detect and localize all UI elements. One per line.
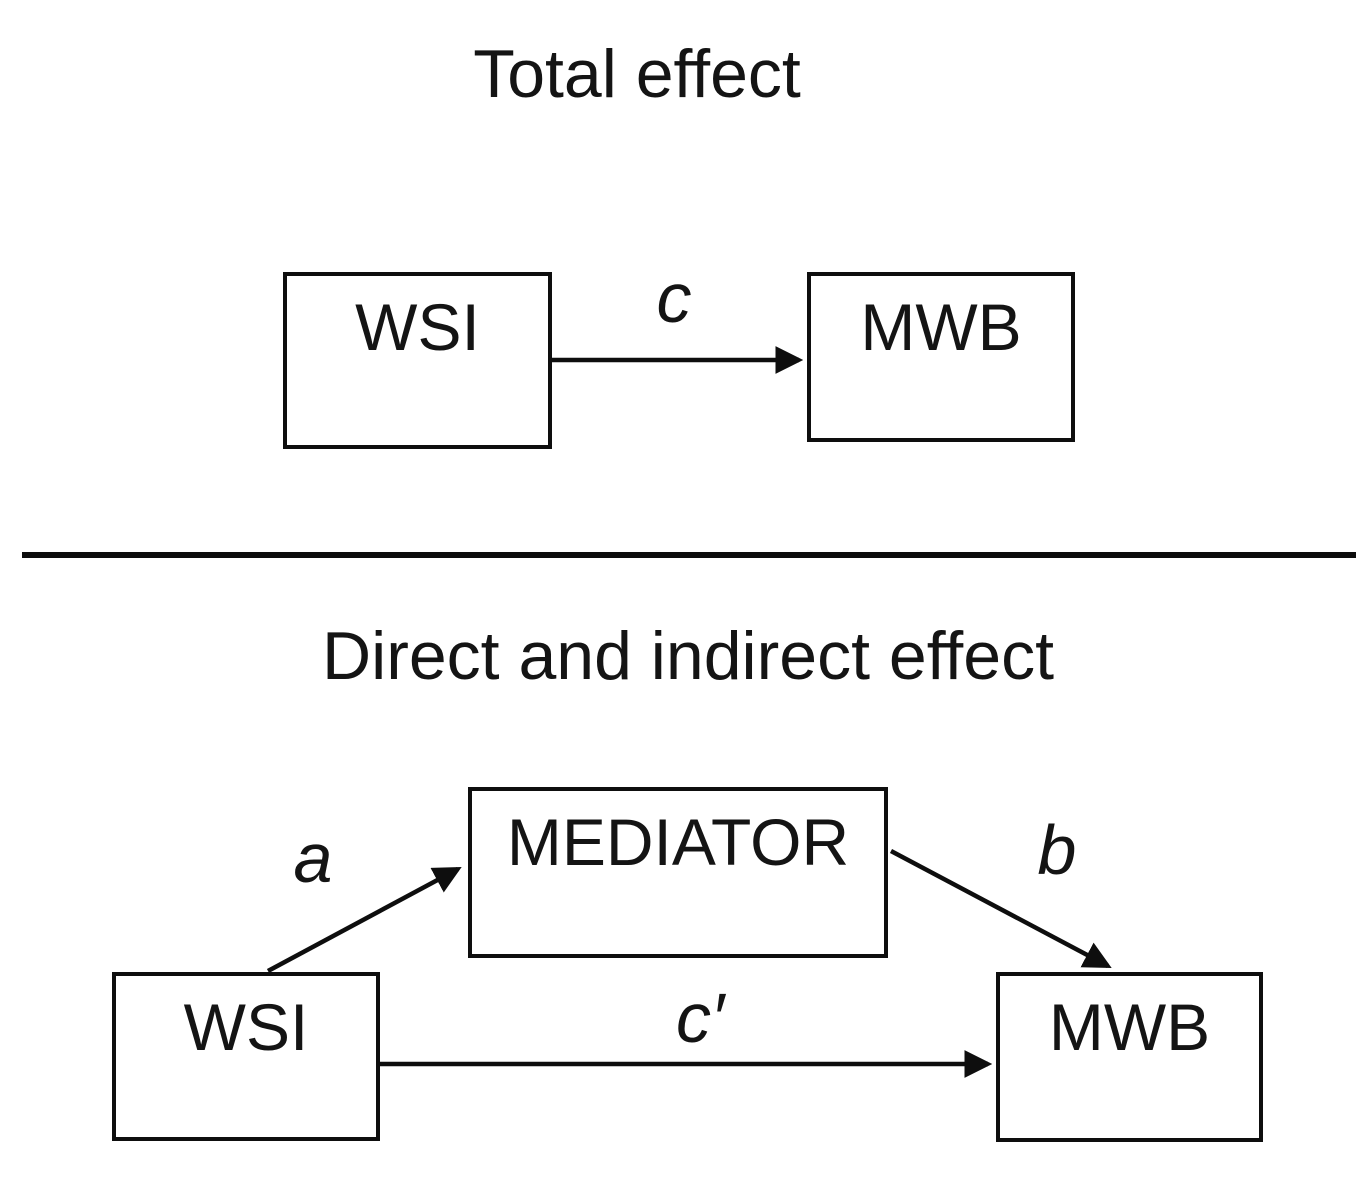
node-mediator: MEDIATOR [468, 787, 888, 958]
arrow-a-icon [266, 867, 462, 973]
path-label-b: b [1037, 811, 1077, 889]
node-wsi-total: WSI [283, 272, 552, 449]
direct-indirect-effect-title: Direct and indirect effect [322, 618, 1054, 694]
path-label-c: c [656, 259, 692, 337]
node-mediator-label: MEDIATOR [506, 805, 850, 879]
node-wsi-total-label: WSI [355, 290, 480, 364]
node-mwb-mediated-label: MWB [1048, 990, 1211, 1064]
arrow-b-icon [889, 849, 1112, 968]
path-label-a: a [293, 819, 333, 897]
node-mwb-total-label: MWB [860, 290, 1022, 364]
path-label-c-prime: c′ [675, 979, 725, 1057]
node-mwb-mediated: MWB [996, 972, 1263, 1142]
total-effect-title: Total effect [473, 36, 801, 112]
node-mwb-total: MWB [807, 272, 1075, 442]
node-wsi-mediated-label: WSI [183, 990, 309, 1064]
node-wsi-mediated: WSI [112, 972, 380, 1141]
panel-divider [22, 552, 1356, 558]
